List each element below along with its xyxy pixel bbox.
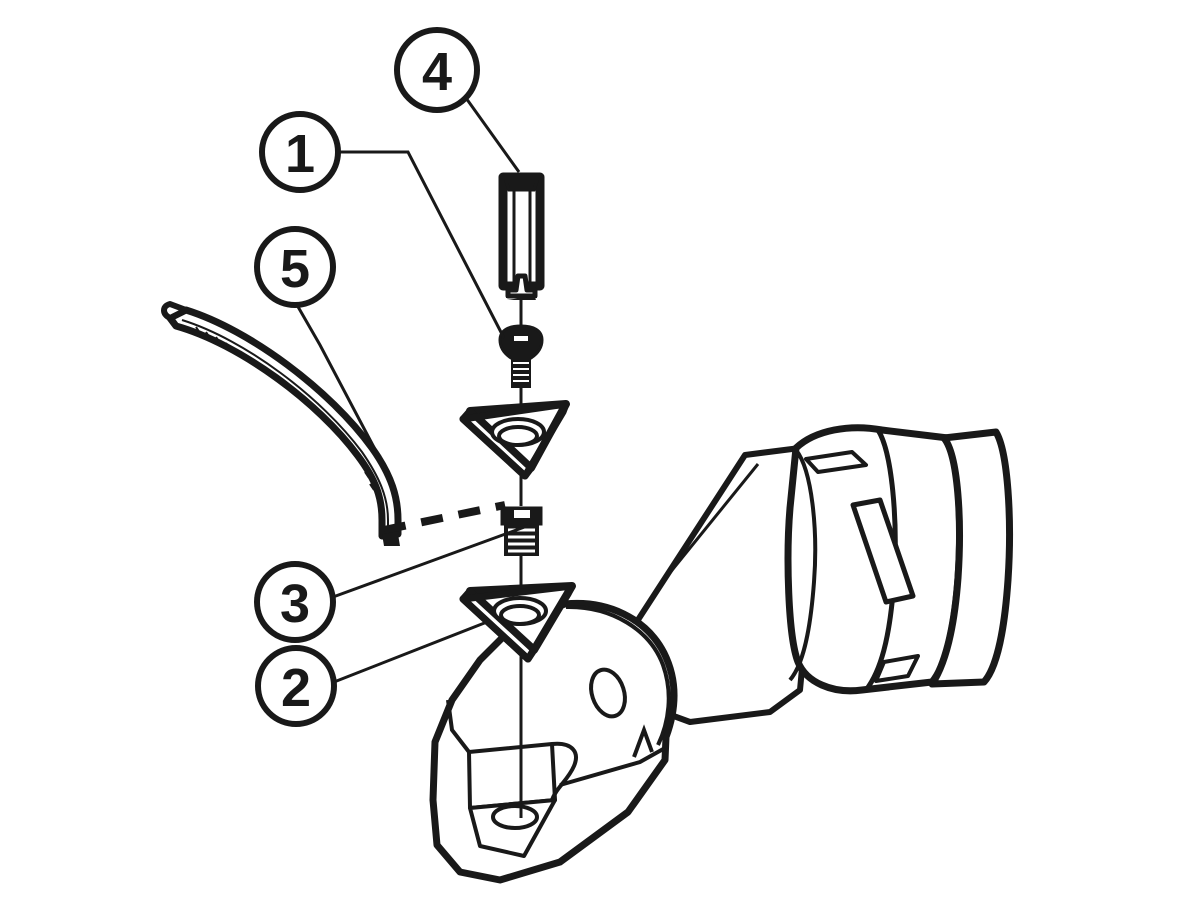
head-right-face-edge bbox=[559, 746, 666, 787]
hexkey-to-shimscrew-dashes bbox=[383, 501, 506, 534]
callout-3-number: 3 bbox=[280, 574, 310, 634]
hex-key-inner-edge bbox=[181, 319, 389, 532]
callout-4-number: 4 bbox=[422, 42, 452, 102]
hex-key-knurl bbox=[195, 326, 375, 491]
lower-insert-thickness bbox=[459, 582, 576, 663]
hex-key-outline bbox=[166, 306, 402, 540]
callout-1-number: 1 bbox=[285, 124, 315, 184]
callout-2-circle[interactable] bbox=[255, 645, 337, 727]
callout-balloons: 1 4 5 3 2 bbox=[254, 27, 480, 727]
hex-key-tip bbox=[382, 534, 400, 546]
head-coolant-hole bbox=[589, 667, 627, 719]
lower-insert-hole-inner bbox=[499, 604, 541, 626]
part-torx-driver-bit bbox=[498, 172, 545, 300]
part-upper-insert bbox=[459, 400, 570, 480]
head-lobe-contour bbox=[565, 604, 671, 746]
upper-insert-thickness bbox=[459, 400, 570, 480]
leader-line-2 bbox=[333, 620, 488, 684]
bit-top-cap bbox=[503, 179, 540, 192]
taper-stub bbox=[928, 428, 1013, 688]
flange-bottom-keyway bbox=[874, 654, 920, 683]
hex-key-end-cap bbox=[161, 301, 189, 321]
part-insert-screw bbox=[498, 324, 544, 388]
part-capto-flange bbox=[784, 424, 964, 695]
bit-hex-shank bbox=[498, 172, 545, 291]
callout-2[interactable]: 2 bbox=[255, 645, 337, 727]
callout-5-circle[interactable] bbox=[254, 226, 336, 308]
upper-insert-hole-inner bbox=[497, 425, 539, 447]
flange-front-lip bbox=[788, 448, 818, 682]
part-shim-screw bbox=[500, 506, 543, 556]
callout-2-number: 2 bbox=[281, 658, 311, 718]
callout-4-circle[interactable] bbox=[394, 27, 480, 113]
callout-5-number: 5 bbox=[280, 239, 310, 299]
part-lower-insert bbox=[459, 582, 576, 663]
dashed-alignment-line bbox=[383, 501, 506, 534]
head-shoulder-notch bbox=[632, 724, 654, 758]
callout-3-circle[interactable] bbox=[254, 561, 336, 643]
part-tool-head bbox=[429, 599, 678, 884]
flange-drive-slot bbox=[850, 497, 916, 605]
leader-line-5 bbox=[295, 304, 380, 456]
callout-5[interactable]: 5 bbox=[254, 226, 336, 308]
screw-thread-grooves bbox=[513, 362, 529, 382]
callout-1[interactable]: 1 bbox=[259, 111, 341, 193]
callout-3[interactable]: 3 bbox=[254, 561, 336, 643]
screw-torx-socket bbox=[514, 336, 528, 341]
bit-torx-tip bbox=[505, 273, 538, 299]
flange-top-keyway bbox=[804, 450, 868, 474]
leader-line-3 bbox=[332, 523, 531, 599]
part-capto-taper bbox=[928, 428, 1013, 688]
shank-top-edge bbox=[658, 463, 760, 586]
shim-screw-socket bbox=[514, 510, 530, 518]
pocket-front-face bbox=[467, 742, 557, 810]
callout-4[interactable]: 4 bbox=[394, 27, 480, 113]
pocket-upper-bevel bbox=[446, 699, 471, 754]
part-hex-key bbox=[161, 301, 402, 546]
callout-leaders bbox=[295, 97, 531, 684]
pocket-chip-curl bbox=[550, 741, 578, 801]
callout-1-circle[interactable] bbox=[259, 111, 341, 193]
screw-head bbox=[498, 324, 544, 360]
pocket-screw-hole bbox=[491, 804, 539, 830]
leader-line-1 bbox=[338, 150, 506, 339]
leader-line-4 bbox=[464, 97, 521, 173]
